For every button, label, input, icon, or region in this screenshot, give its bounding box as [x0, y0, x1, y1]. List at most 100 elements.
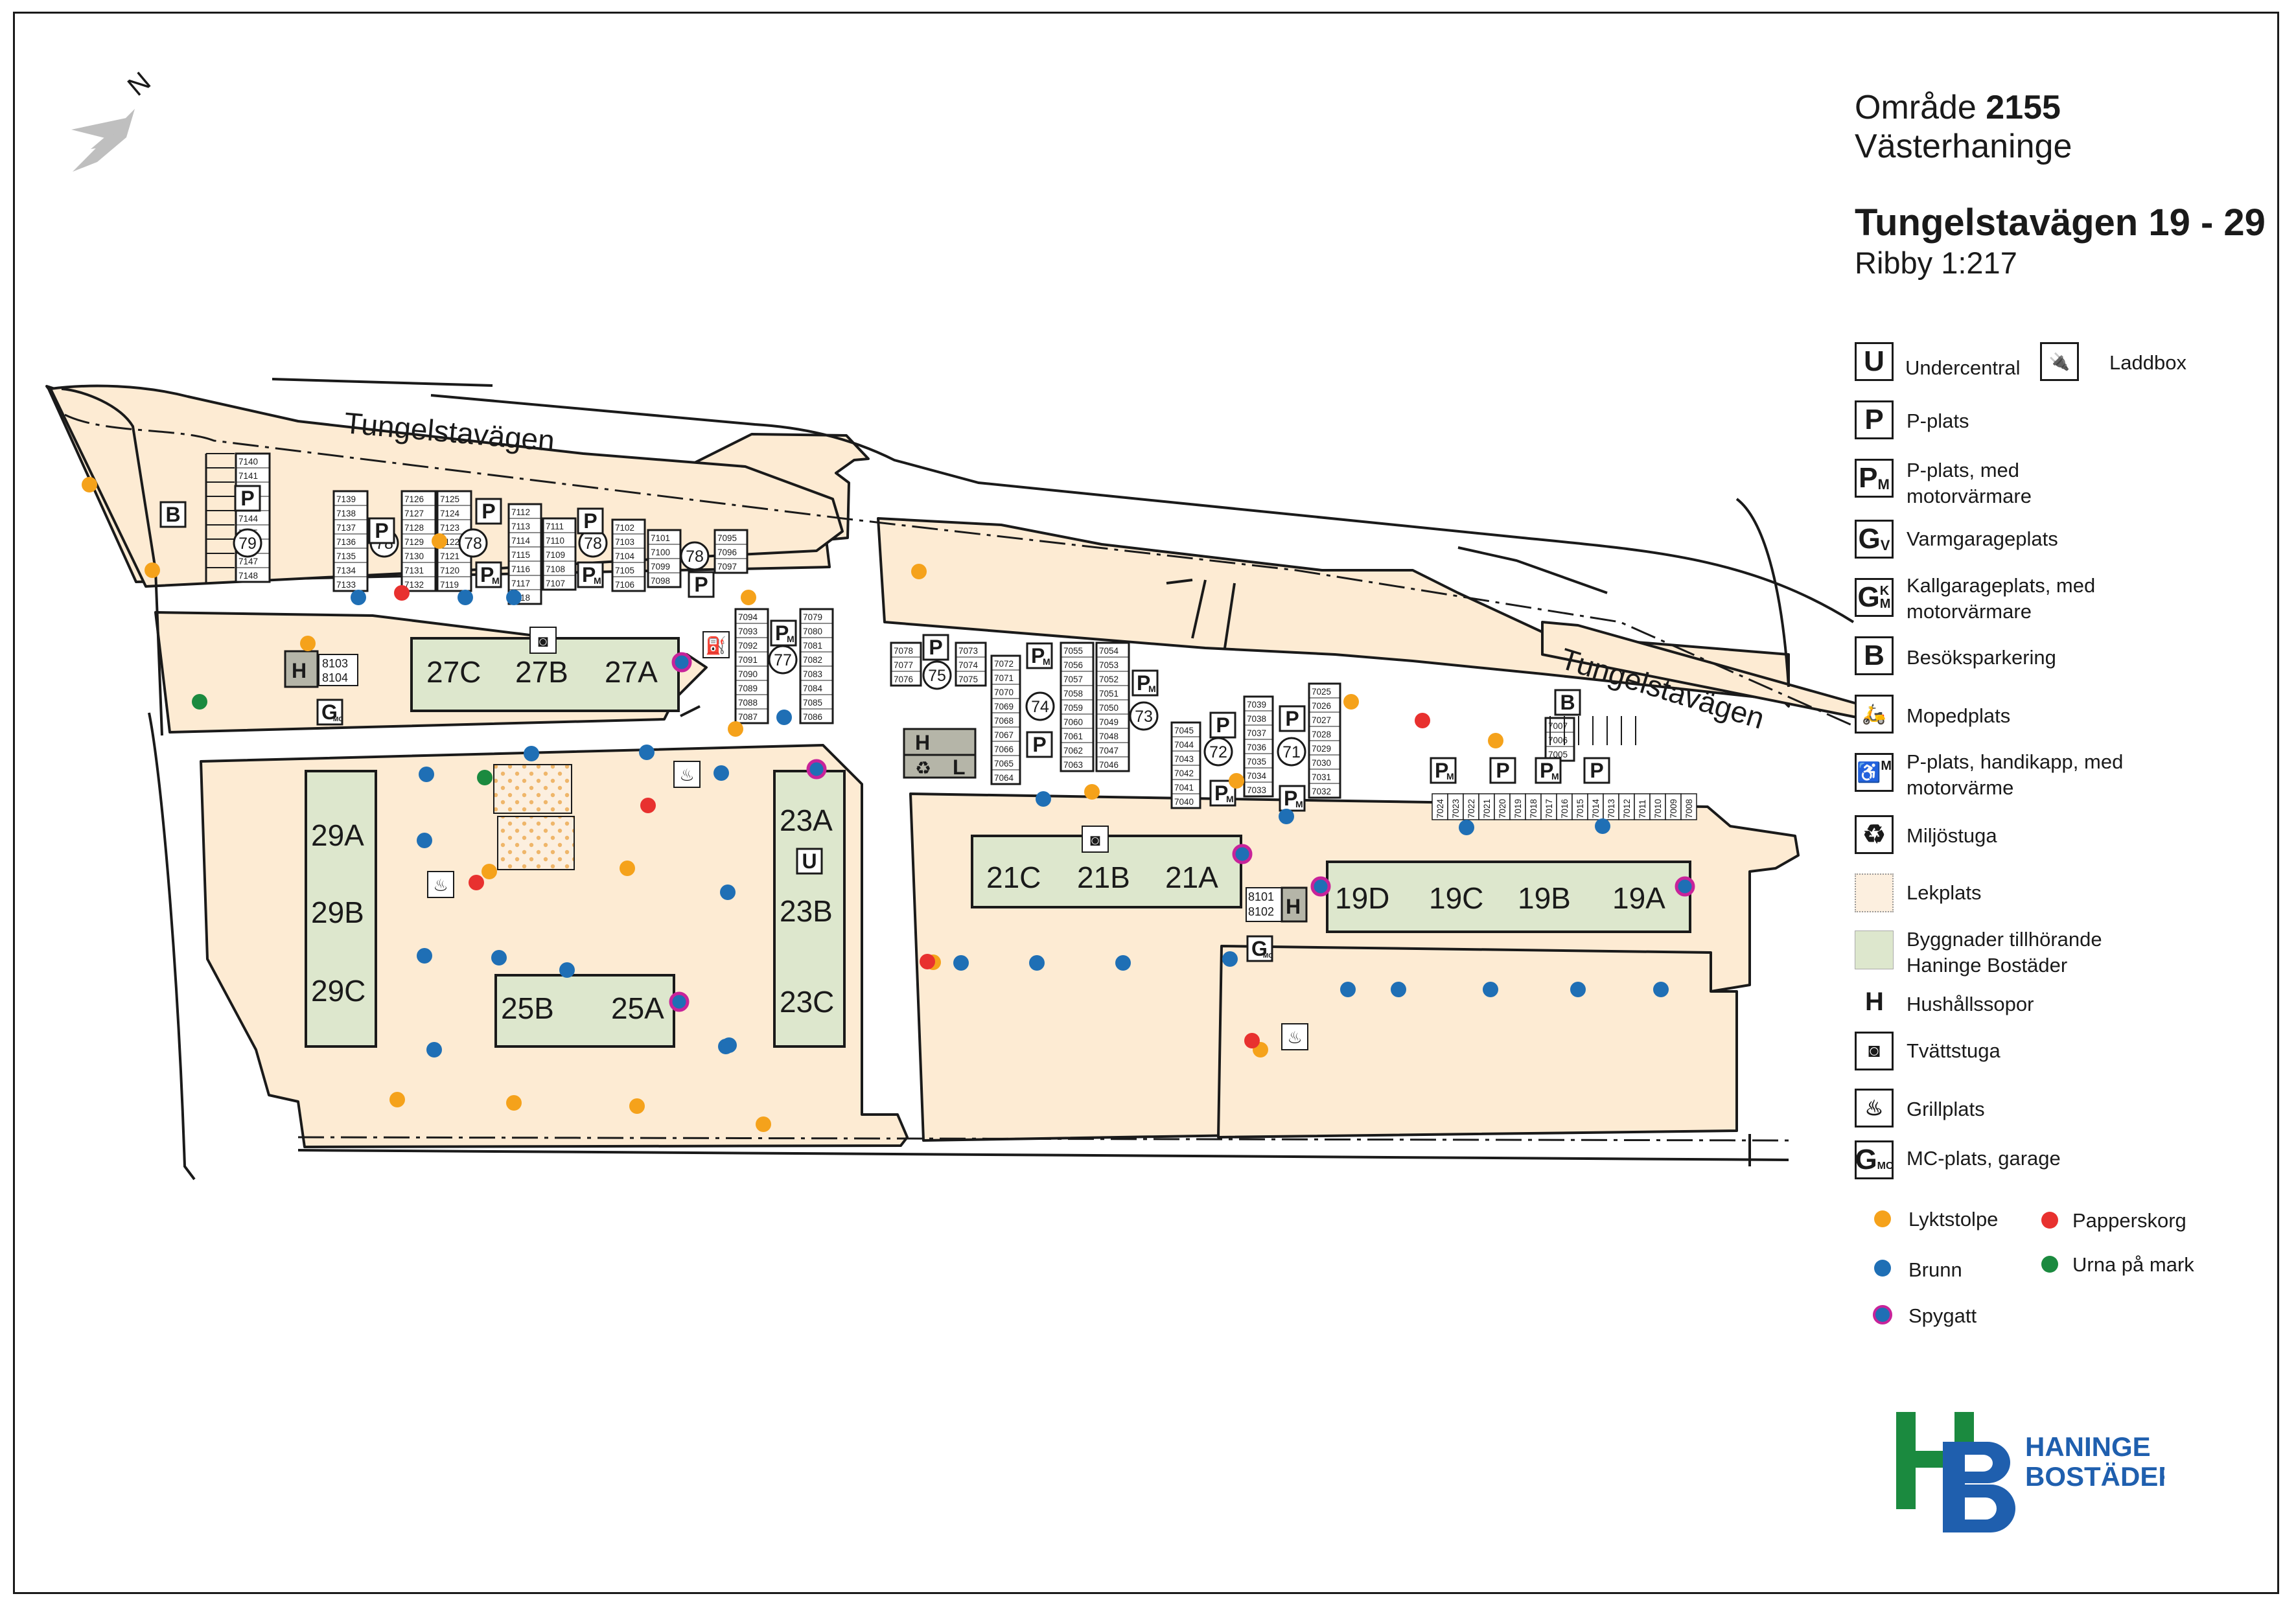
parking-space-number: 7093	[738, 627, 758, 636]
zone-number: 78	[686, 548, 704, 566]
parking-space-number: 7063	[1063, 760, 1083, 770]
parking-space-number: 7032	[1312, 787, 1331, 796]
parking-space-number: 7059	[1063, 703, 1083, 713]
building-label: 23B	[780, 894, 833, 928]
zone-number: 78	[584, 535, 602, 553]
parking-space-number: 7012	[1622, 799, 1632, 818]
gully-icon	[1873, 1305, 1892, 1324]
building-label: 19A	[1612, 881, 1665, 915]
parking-space	[1603, 793, 1619, 820]
drain-icon	[721, 1037, 737, 1053]
zone-number: 73	[1135, 708, 1153, 726]
playground	[497, 816, 575, 870]
gully-icon	[1232, 844, 1253, 864]
parking-space-number: 7022	[1467, 799, 1476, 818]
parking-space-number: 7107	[546, 579, 565, 588]
drain-icon	[776, 710, 792, 725]
parking-zone-numbers: 7978787878777574737271	[233, 528, 1306, 767]
parking-space-number: 7106	[615, 580, 634, 590]
drain-icon	[1653, 982, 1669, 997]
parking-space-number: 7097	[717, 562, 737, 572]
parking-heater-icon: PM	[577, 561, 604, 588]
building-label: 27A	[605, 655, 658, 689]
parking-space-number: 7072	[994, 659, 1014, 669]
legend-symbol: P	[1864, 404, 1884, 435]
drain-icon	[491, 950, 507, 965]
parking-icon: P	[234, 485, 261, 512]
parking-space-number: 7062	[1063, 746, 1083, 756]
parking-space-number: 7117	[511, 579, 530, 588]
parking-space-number: 7007	[1548, 721, 1568, 731]
zone-number: 71	[1282, 743, 1301, 761]
building-label: 29C	[311, 974, 365, 1008]
waste-bin-icon	[640, 798, 656, 813]
parking-space-number: 7116	[511, 564, 530, 574]
legend-undercentral: Undercentral	[1905, 356, 2021, 379]
zone-circle	[922, 660, 952, 690]
legend-kallgarage: Kallgarageplats, med motorvärmare	[1907, 574, 2096, 623]
parking-space-number: 7039	[1247, 700, 1266, 710]
zone-number: 78	[464, 535, 482, 553]
drain-icon	[639, 745, 655, 760]
svg-text:P: P	[1540, 759, 1553, 782]
lamp-post-icon	[300, 636, 316, 651]
parking-space-number: 7082	[803, 655, 822, 665]
svg-text:M: M	[1446, 771, 1454, 781]
parking-space-number: 7015	[1575, 799, 1585, 818]
svg-text:H: H	[915, 731, 930, 754]
parking-space-number: 7034	[1247, 771, 1267, 781]
parking-space-number: 7095	[717, 533, 737, 543]
waste-building-left: H 8103 8104	[284, 650, 358, 688]
parking-space-number: 7096	[717, 548, 737, 557]
zone-number: 79	[238, 535, 257, 553]
parking-space-number: 7088	[738, 698, 758, 708]
waste-bin-icon	[394, 585, 410, 601]
legend-mc: MC-plats, garage	[1907, 1147, 2061, 1170]
charging-box-icon: ⛽	[702, 631, 730, 658]
parking-space-number: 7085	[803, 698, 822, 708]
road-centerline	[64, 413, 1854, 1142]
lamp-post-icon	[756, 1116, 771, 1132]
parking-space-number: 7119	[440, 580, 459, 590]
drain-icon	[417, 833, 432, 848]
drain-icon	[1874, 1260, 1891, 1277]
parking-space-number: 7010	[1653, 799, 1663, 818]
svg-text:P: P	[775, 621, 789, 645]
area-label: Område	[1855, 89, 1977, 126]
parking-space-number: 7052	[1099, 675, 1119, 684]
parking-space-number: 7033	[1247, 785, 1266, 795]
parking-heater-icon: PM	[1535, 757, 1562, 784]
svg-text:P: P	[480, 563, 494, 586]
svg-text:M: M	[1148, 684, 1156, 694]
parking-space-number: 7068	[994, 716, 1014, 726]
parking-space-number: 7137	[336, 523, 356, 533]
road-lines	[61, 378, 1855, 1181]
legend-moped: Mopedplats	[1907, 704, 2011, 727]
parking-space-number: 7006	[1548, 735, 1568, 745]
svg-text:P: P	[1590, 759, 1603, 782]
parking-space-number: 7028	[1312, 730, 1331, 739]
drain-icon	[417, 948, 432, 964]
parking-space-number: 7020	[1498, 799, 1507, 818]
legend-p-plats: P-plats	[1907, 410, 1969, 432]
parking-space-number: 7029	[1312, 744, 1331, 754]
parking-space-number: 7115	[511, 550, 530, 560]
svg-text:M: M	[1551, 771, 1559, 781]
svg-text:P: P	[583, 509, 597, 533]
drain-icon	[1459, 820, 1474, 835]
parking-space-number: 7061	[1063, 732, 1083, 741]
svg-text:P: P	[929, 636, 942, 659]
legend-lyktstolpe: Lyktstolpe	[1908, 1208, 1999, 1231]
parking-space-number: 7021	[1482, 799, 1492, 818]
parking-icon: P	[922, 634, 949, 661]
building-label: 21A	[1165, 861, 1218, 894]
parking-space-number: 7058	[1063, 689, 1083, 699]
drain-icon	[1115, 955, 1131, 971]
svg-text:M: M	[1295, 799, 1303, 809]
legend-subscript: M	[1877, 476, 1890, 492]
undercentral-icon: U	[796, 848, 823, 875]
